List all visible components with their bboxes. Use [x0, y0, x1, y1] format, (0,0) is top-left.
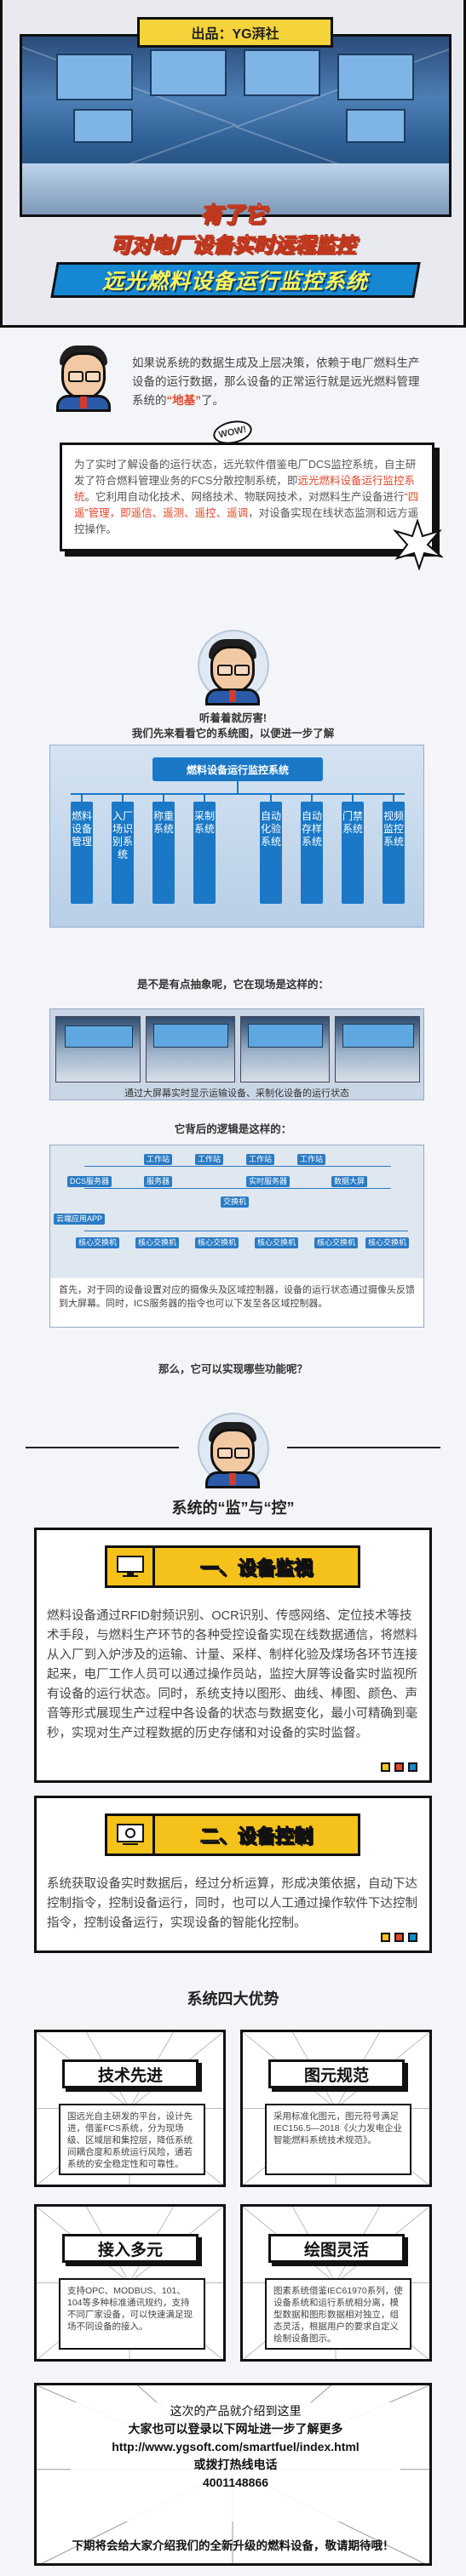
caption-abstract: 是不是有点抽象呢，它在现场是这样的：: [136, 979, 329, 991]
advantage-card: 图元规范 采用标准化图元，图元符号满足IEC156.5—2018《火力发电企业智…: [240, 2030, 432, 2187]
comic-text-2: 。它利用自动化技术、网络技术、物联网技术，对燃料生产设备进行: [84, 491, 405, 503]
publisher-tag: 出品：YG湃社: [137, 17, 333, 48]
contact-info: 这次的产品就介绍到这里 大家也可以登录以下网址进一步了解更多 http://ww…: [71, 2402, 400, 2522]
presenter-avatar-icon: [53, 340, 114, 412]
topology-node: 工作站: [297, 1154, 326, 1165]
photos-caption: 通过大屏幕实时显示运输设备、采制化设备的运行状态: [124, 1088, 349, 1099]
presenter-avatar-icon: [202, 1417, 263, 1488]
caption-logic: 它背后的逻辑是这样的：: [174, 1123, 292, 1135]
topology-node: 工作站: [144, 1154, 173, 1165]
topology-node: 实时服务器: [246, 1176, 291, 1187]
system-item: 自动存样系统: [301, 802, 323, 904]
advantage-card: 接入多元 支持OPC、MODBUS、101、104等多种标准通讯规约，支持不同厂…: [34, 2204, 226, 2362]
footer-line-1: 这次的产品就介绍到这里: [170, 2404, 302, 2418]
contact-footer: 这次的产品就介绍到这里 大家也可以登录以下网址进一步了解更多 http://ww…: [34, 2383, 432, 2566]
comic-highlight-2: “四遥”管理，即遥信、遥测、遥控、遥调: [74, 491, 419, 519]
intro-block: 如果说系统的数据生成及上层决策，依赖于电厂燃料生产设备的运行数据，那么设备的正常…: [34, 340, 434, 434]
advantage-title: 技术先进: [62, 2059, 198, 2088]
panel-dots: [381, 1762, 417, 1772]
control-room-photo: [146, 1016, 235, 1082]
system-diagram-title: 燃料设备运行监控系统: [152, 757, 323, 781]
topology-node: 云端应用APP: [54, 1214, 106, 1225]
control-title: 二、设备控制: [199, 1825, 313, 1848]
panel-dots: [381, 1933, 417, 1942]
system-item: 采制系统: [193, 802, 216, 904]
presenter-avatar-icon: [202, 634, 263, 705]
advantage-title: 图元规范: [268, 2059, 405, 2088]
advantage-text: 国远光自主研发的平台，设计先进，借鉴FCS系统，分为现场级、区域层和集控层，降低…: [59, 2104, 205, 2175]
monitor-ribbon: 一、设备监视: [105, 1545, 360, 1588]
topology-description: 首先，对于同的设备设置对应的摄像头及区域控制器，设备的运行状态通过摄像头反馈到大…: [50, 1278, 423, 1327]
comic-highlight-1: 远光燃料设备运行监控系统: [74, 475, 416, 503]
advantage-title: 接入多元: [62, 2234, 198, 2263]
footer-line-2: 大家也可以登录以下网址进一步了解更多: [128, 2422, 343, 2436]
control-room-photo: [240, 1016, 330, 1082]
topology-node: 服务器: [144, 1176, 173, 1187]
advantage-card: 绘图灵活 图素系统借鉴IEC61970系列，使设备系统和运行系统相分离，模型数据…: [240, 2204, 432, 2362]
site-photos: 通过大屏幕实时显示运输设备、采制化设备的运行状态: [49, 1008, 424, 1100]
monitor-title: 一、设备监视: [199, 1557, 313, 1579]
product-name-banner: 远光燃料设备运行监控系统: [50, 262, 421, 298]
footer-bottom-text: 下期将会给大家介绍我们的全新升级的燃料设备，敬请期待哦！: [72, 2539, 394, 2552]
control-room-photo: [335, 1016, 420, 1082]
topology-node: 交换机: [221, 1197, 250, 1208]
topology-node: DCS服务器: [67, 1176, 112, 1187]
footer-phone[interactable]: 4001148866: [202, 2476, 269, 2489]
hero-subheadline: 可对电厂设备实时远程监控: [110, 234, 356, 258]
advantage-text: 图素系统借鉴IEC61970系列，使设备系统和运行系统相分离，模型数据和图形数据…: [265, 2278, 411, 2350]
system-item: 自动化验系统: [260, 802, 282, 904]
control-room-photo: [55, 1016, 141, 1082]
advantages-grid: 技术先进 国远光自主研发的平台，设计先进，借鉴FCS系统，分为现场级、区域层和集…: [34, 2030, 432, 2370]
topology-node: 核心交换机: [76, 1237, 120, 1248]
system-item: 入厂场识别系统: [112, 802, 134, 904]
intro-text: 如果说系统的数据生成及上层决策，依赖于电厂燃料生产设备的运行数据，那么设备的正常…: [132, 354, 422, 410]
caption-listen: 听着着就厉害!: [198, 712, 268, 724]
control-ribbon: 二、设备控制: [105, 1813, 360, 1856]
system-diagram: 燃料设备运行监控系统 燃料设备管理 入厂场识别系统 称重系统 采制系统 自动化验…: [49, 745, 424, 928]
advantages-heading: 系统四大优势: [187, 1991, 279, 2008]
control-text: 系统获取设备实时数据后，经过分析运算，形成决策依据，自动下达控制指令，控制设备运…: [47, 1877, 417, 1930]
monitor-panel: 一、设备监视 燃料设备通过RFID射频识别、OCR识别、传感网络、定位技术等技术…: [34, 1528, 432, 1783]
product-name: 远光燃料设备运行监控系统: [102, 270, 369, 294]
caption-how: 那么，它可以实现哪些功能呢？: [158, 1363, 308, 1375]
system-item: 称重系统: [152, 802, 175, 904]
system-item: 视频监控系统: [383, 802, 405, 904]
starburst-icon: [392, 519, 443, 570]
divider-right: [287, 1447, 440, 1448]
topology-node: 核心交换机: [365, 1237, 410, 1248]
caption-first-look: 我们先来看看它的系统图，以便进一步了解: [131, 728, 335, 740]
topology-node: 数据大屏: [331, 1176, 368, 1187]
hero-banner-section: 出品：YG湃社 有了它 可对电厂设备实时远程监控 远光燃料设备运行监控系统: [0, 0, 466, 328]
system-item: 燃料设备管理: [71, 802, 93, 904]
monitor-text: 燃料设备通过RFID射频识别、OCR识别、传感网络、定位技术等技术手段，与燃料生…: [47, 1609, 417, 1740]
topology-node: 核心交换机: [314, 1237, 359, 1248]
comic-text-1: 为了实时了解设备的运行状态，远光软件借鉴电厂DCS监控系统，自主研发了符合燃料管…: [74, 459, 417, 487]
topology-node: 核心交换机: [195, 1237, 239, 1248]
topology-node: 工作站: [195, 1154, 224, 1165]
control-room-illustration: [20, 34, 452, 217]
topology-node: 核心交换机: [255, 1237, 299, 1248]
hero-headline: 有了它: [199, 202, 267, 228]
monitor-control-heading: 系统的“监”与“控”: [171, 1499, 295, 1516]
footer-url-link[interactable]: http://www.ygsoft.com/smartfuel/index.ht…: [112, 2440, 360, 2453]
monitor-icon: [107, 1548, 155, 1585]
system-item: 门禁系统: [342, 802, 364, 904]
advantage-text: 采用标准化图元，图元符号满足IEC156.5—2018《火力发电企业智能燃料系统…: [265, 2104, 411, 2175]
topology-node: 工作站: [246, 1154, 275, 1165]
description-comic-box: 为了实时了解设备的运行状态，远光软件借鉴电厂DCS监控系统，自主研发了符合燃料管…: [60, 443, 434, 551]
intro-text-end: 了。: [201, 394, 224, 407]
advantage-title: 绘图灵活: [268, 2234, 405, 2263]
advantage-text: 支持OPC、MODBUS、101、104等多种标准通讯规约，支持不同厂家设备，可…: [59, 2278, 205, 2350]
comic-text-3: ，对设备实现在线状态监测和远方遥控操作。: [74, 507, 419, 535]
intro-text-part: 如果说系统的数据生成及上层决策，依赖于电厂燃料生产设备的运行数据，那么设备的正常…: [132, 357, 420, 407]
divider-left: [26, 1447, 179, 1448]
topology-node: 核心交换机: [135, 1237, 180, 1248]
network-topology-diagram: 工作站 工作站 工作站 工作站 DCS服务器 服务器 实时服务器 数据大屏 交换…: [49, 1145, 424, 1328]
advantage-card: 技术先进 国远光自主研发的平台，设计先进，借鉴FCS系统，分为现场级、区域层和集…: [34, 2030, 226, 2187]
control-panel: 二、设备控制 系统获取设备实时数据后，经过分析运算，形成决策依据，自动下达控制指…: [34, 1796, 432, 1953]
control-icon: [107, 1816, 155, 1853]
intro-highlight: “地基”: [166, 394, 202, 407]
footer-line-3: 或拨打热线电话: [193, 2458, 278, 2471]
